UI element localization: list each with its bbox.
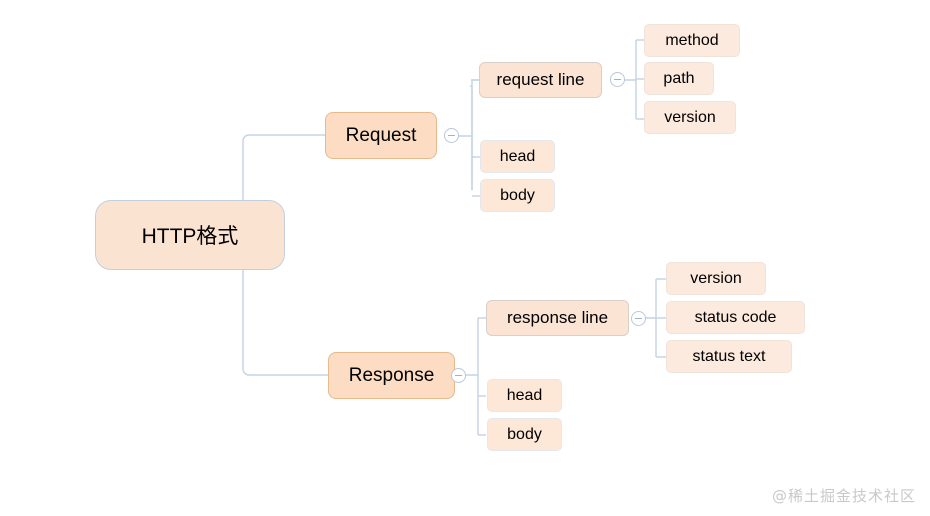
node-response-line-label: response line	[506, 308, 609, 327]
node-response-version-label: version	[690, 269, 742, 287]
node-response-head[interactable]: head	[487, 379, 562, 412]
watermark: @稀土掘金技术社区	[771, 487, 916, 505]
collapse-toggle-response-icon[interactable]	[451, 368, 466, 383]
node-method[interactable]: method	[644, 24, 740, 57]
node-status-code-label: status code	[694, 308, 777, 326]
node-response-label: Response	[348, 364, 435, 386]
node-request-head[interactable]: head	[480, 140, 555, 173]
node-response-body-label: body	[507, 425, 542, 443]
collapse-toggle-request-icon[interactable]	[444, 128, 459, 143]
node-request-body-label: body	[500, 186, 535, 204]
node-root[interactable]: HTTP格式	[95, 200, 285, 270]
node-request-version-label: version	[664, 108, 716, 126]
node-request-line-label: request line	[496, 70, 585, 89]
node-response-body[interactable]: body	[487, 418, 562, 451]
node-response-line[interactable]: response line	[486, 300, 629, 336]
node-status-text-label: status text	[692, 347, 766, 365]
node-path[interactable]: path	[644, 62, 714, 95]
node-root-label: HTTP格式	[141, 225, 239, 248]
node-request-head-label: head	[499, 147, 536, 165]
node-request-label: Request	[345, 124, 417, 146]
node-path-label: path	[663, 69, 695, 87]
node-request-body[interactable]: body	[480, 179, 555, 212]
node-response-head-label: head	[506, 386, 543, 404]
node-method-label: method	[665, 31, 719, 49]
node-response[interactable]: Response	[328, 352, 455, 399]
node-response-version[interactable]: version	[666, 262, 766, 295]
node-request-line[interactable]: request line	[479, 62, 602, 98]
node-status-code[interactable]: status code	[666, 301, 805, 334]
node-request[interactable]: Request	[325, 112, 437, 159]
collapse-toggle-request-line-icon[interactable]	[610, 72, 625, 87]
node-request-version[interactable]: version	[644, 101, 736, 134]
collapse-toggle-response-line-icon[interactable]	[631, 311, 646, 326]
node-status-text[interactable]: status text	[666, 340, 792, 373]
